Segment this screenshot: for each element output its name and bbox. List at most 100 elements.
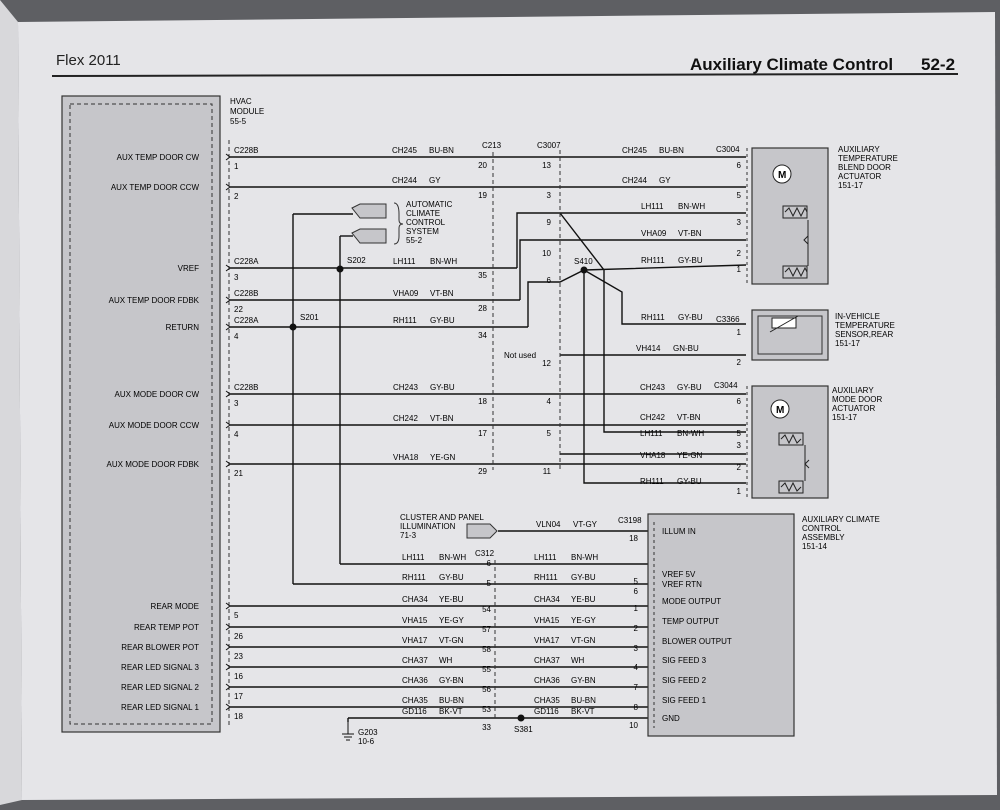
svg-text:CONTROL: CONTROL	[406, 218, 446, 227]
wire-color-label: VT-BN	[678, 229, 702, 238]
cluster-illumination-label: CLUSTER AND PANEL ILLUMINATION 71-3	[400, 513, 484, 540]
hvac-pin-number: 4	[234, 430, 239, 439]
wire-color-label: WH	[571, 656, 585, 665]
acc-pin-label: VREF RTN	[662, 580, 702, 589]
hvac-pin-label: RETURN	[166, 323, 200, 332]
hvac-pin-label: AUX MODE DOOR CW	[115, 390, 200, 399]
svg-text:IN-VEHICLE: IN-VEHICLE	[835, 312, 880, 321]
wire-circuit-label: RH111	[641, 313, 665, 322]
c3007-pin-number: 4	[547, 397, 552, 406]
wire-circuit-label: CH242	[393, 414, 418, 423]
c3007-pin-number: 3	[547, 191, 552, 200]
temp-sensor-label: IN-VEHICLE TEMPERATURE SENSOR,REAR 151-1…	[835, 312, 895, 348]
auto-climate-ref-tag-2	[351, 228, 387, 244]
svg-text:ACTUATOR: ACTUATOR	[838, 172, 881, 181]
hvac-pin-label: AUX MODE DOOR CCW	[109, 421, 200, 430]
acc-pin-label: SIG FEED 2	[662, 676, 707, 685]
wire-color-label: GY-BU	[678, 313, 703, 322]
wire-circuit-label: CHA37	[534, 656, 560, 665]
hvac-pin-label: REAR BLOWER POT	[121, 643, 199, 652]
hvac-pin-number: 4	[234, 332, 239, 341]
acc-pin-number: 5	[634, 577, 639, 586]
wire-circuit-label: CH243	[640, 383, 665, 392]
mode-door-actuator-label: AUXILIARY MODE DOOR ACTUATOR 151-17	[832, 386, 882, 422]
svg-text:ILLUMINATION: ILLUMINATION	[400, 522, 456, 531]
wire-color-label: GY-BU	[677, 477, 702, 486]
wire-circuit-label: RH111	[534, 573, 558, 582]
svg-text:CONTROL: CONTROL	[802, 524, 842, 533]
c312-pin-number: 56	[482, 685, 491, 694]
wire-route	[583, 269, 746, 325]
svg-text:AUTOMATIC: AUTOMATIC	[406, 200, 453, 209]
wire-color-label: YE-GY	[571, 616, 597, 625]
hvac-pin-number: 21	[234, 469, 243, 478]
temp-blend-motor-icon	[772, 164, 792, 184]
temp-blend-wiper-icon	[803, 220, 809, 266]
wire-circuit-label: LH111	[402, 553, 425, 562]
hvac-pin-label: VREF	[178, 264, 199, 273]
wire-circuit-label: VHA09	[641, 229, 667, 238]
s201-splice-dot	[289, 323, 297, 331]
mode-door-pin-number: 6	[737, 397, 742, 406]
svg-text:CLUSTER AND PANEL: CLUSTER AND PANEL	[400, 513, 484, 522]
temp-blend-actuator-block	[751, 147, 829, 285]
wire-color-label: BN-WH	[430, 257, 457, 266]
hvac-pin-number: 22	[234, 305, 243, 314]
auto-climate-label: AUTOMATIC CLIMATE CONTROL SYSTEM 55-2	[406, 200, 453, 245]
mode-door-resistor2-icon	[780, 481, 802, 493]
c213-pin-number: 28	[478, 304, 487, 313]
wire-circuit-label: VHA09	[393, 289, 419, 298]
wire-circuit-label: VHA17	[534, 636, 560, 645]
page-title: Auxiliary Climate Control	[690, 55, 893, 74]
temp-blend-pin-number: 6	[737, 161, 742, 170]
c3004-label: C3004	[716, 145, 740, 154]
c3007-label: C3007	[537, 141, 561, 150]
hvac-pin-label: REAR LED SIGNAL 2	[121, 683, 200, 692]
wire-circuit-label: VLN04	[536, 520, 561, 529]
temp-blend-resistor2-box	[782, 265, 808, 279]
wire-color-label: GY-BU	[677, 383, 702, 392]
wire-color-label: YE-GN	[677, 451, 703, 460]
c213-pin-number: 17	[478, 429, 487, 438]
wire-color-label: VT-GN	[439, 636, 464, 645]
wire-circuit-label: VHA18	[640, 451, 666, 460]
hvac-pin-number: 16	[234, 672, 243, 681]
temp-sensor-inner	[757, 315, 823, 355]
c312-pin-number: 6	[487, 559, 492, 568]
hvac-pin-label: AUX TEMP DOOR FDBK	[109, 296, 200, 305]
wire-color-label: BN-WH	[439, 553, 466, 562]
acc-pin-number: 7	[634, 683, 639, 692]
temp-blend-resistor-icon	[784, 206, 808, 218]
wire-circuit-label: LH111	[393, 257, 416, 266]
temp-blend-pin-number: 5	[737, 191, 742, 200]
svg-text:SENSOR,REAR: SENSOR,REAR	[835, 330, 893, 339]
not-used-label: Not used	[504, 351, 536, 360]
page-curl	[0, 0, 22, 805]
c3007-pin-number: 6	[547, 276, 552, 285]
hvac-module-block	[61, 95, 221, 733]
mode-door-resistor2-box	[778, 480, 804, 494]
wire-circuit-label: CHA37	[402, 656, 428, 665]
hvac-pin-label: AUX MODE DOOR FDBK	[107, 460, 200, 469]
svg-text:55-2: 55-2	[406, 236, 423, 245]
g203-ref: 10-6	[358, 737, 375, 746]
c312-pin-number: 5	[487, 579, 492, 588]
svg-text:MODE DOOR: MODE DOOR	[832, 395, 882, 404]
wire-color-label: BN-WH	[677, 429, 704, 438]
g203-ground-symbol	[342, 722, 354, 741]
hvac-pin-number: 18	[234, 712, 243, 721]
svg-text:ASSEMBLY: ASSEMBLY	[802, 533, 845, 542]
g203-label: G203	[358, 728, 378, 737]
wire-color-label: GY-BU	[430, 383, 455, 392]
wire-circuit-label: CHA34	[402, 595, 428, 604]
wire-color-label: GN-BU	[673, 344, 699, 353]
wire-circuit-label: CH243	[393, 383, 418, 392]
hvac-connector-id: C228A	[234, 257, 259, 266]
acc-pin-label: SIG FEED 1	[662, 696, 707, 705]
svg-text:TEMPERATURE: TEMPERATURE	[838, 154, 898, 163]
wire-route	[559, 212, 746, 433]
thermistor-icon	[771, 317, 797, 329]
